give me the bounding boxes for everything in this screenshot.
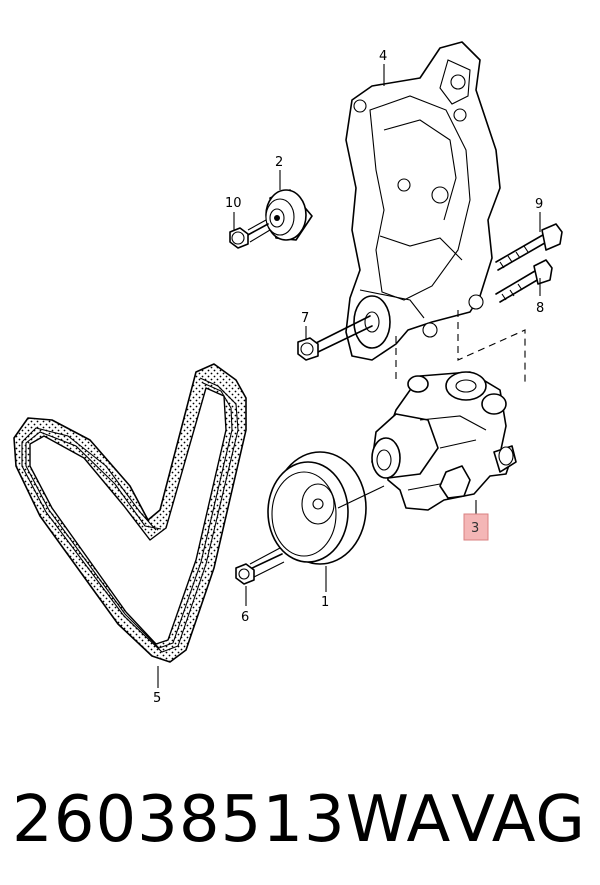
bolt-8: [495, 259, 553, 303]
callout-9-label: 9: [535, 197, 543, 212]
part-number: 26038513WA: [12, 783, 452, 857]
callout-4-label: 4: [379, 49, 387, 64]
power-steering-pump: [371, 371, 517, 511]
bolt-9: [495, 223, 563, 271]
parts-diagram: 4 2 10 9 8 7 3 1 6 5: [13, 41, 563, 706]
footer: 26038513WA VAG: [0, 770, 600, 870]
callout-6-label: 6: [241, 610, 249, 625]
leader-lines: [157, 64, 541, 688]
ribbed-belt: [13, 363, 247, 663]
callout-1-label: 1: [321, 595, 329, 610]
callout-3-label: 3: [471, 521, 479, 536]
idler-pulley: [265, 189, 313, 241]
alignment-lines: [395, 310, 526, 386]
callout-10-label: 10: [225, 196, 242, 211]
bolt-6: [235, 547, 285, 585]
bolt-10: [229, 219, 271, 249]
callout-5-label: 5: [153, 691, 161, 706]
callout-8-label: 8: [536, 301, 544, 316]
pump-pulley: [267, 451, 385, 565]
mounting-bracket: [345, 41, 501, 361]
callout-7-label: 7: [301, 311, 309, 326]
brand-name: VAG: [451, 783, 586, 857]
bolt-7: [297, 315, 373, 361]
callout-3-highlight: [463, 513, 489, 541]
callout-2-label: 2: [275, 155, 283, 170]
